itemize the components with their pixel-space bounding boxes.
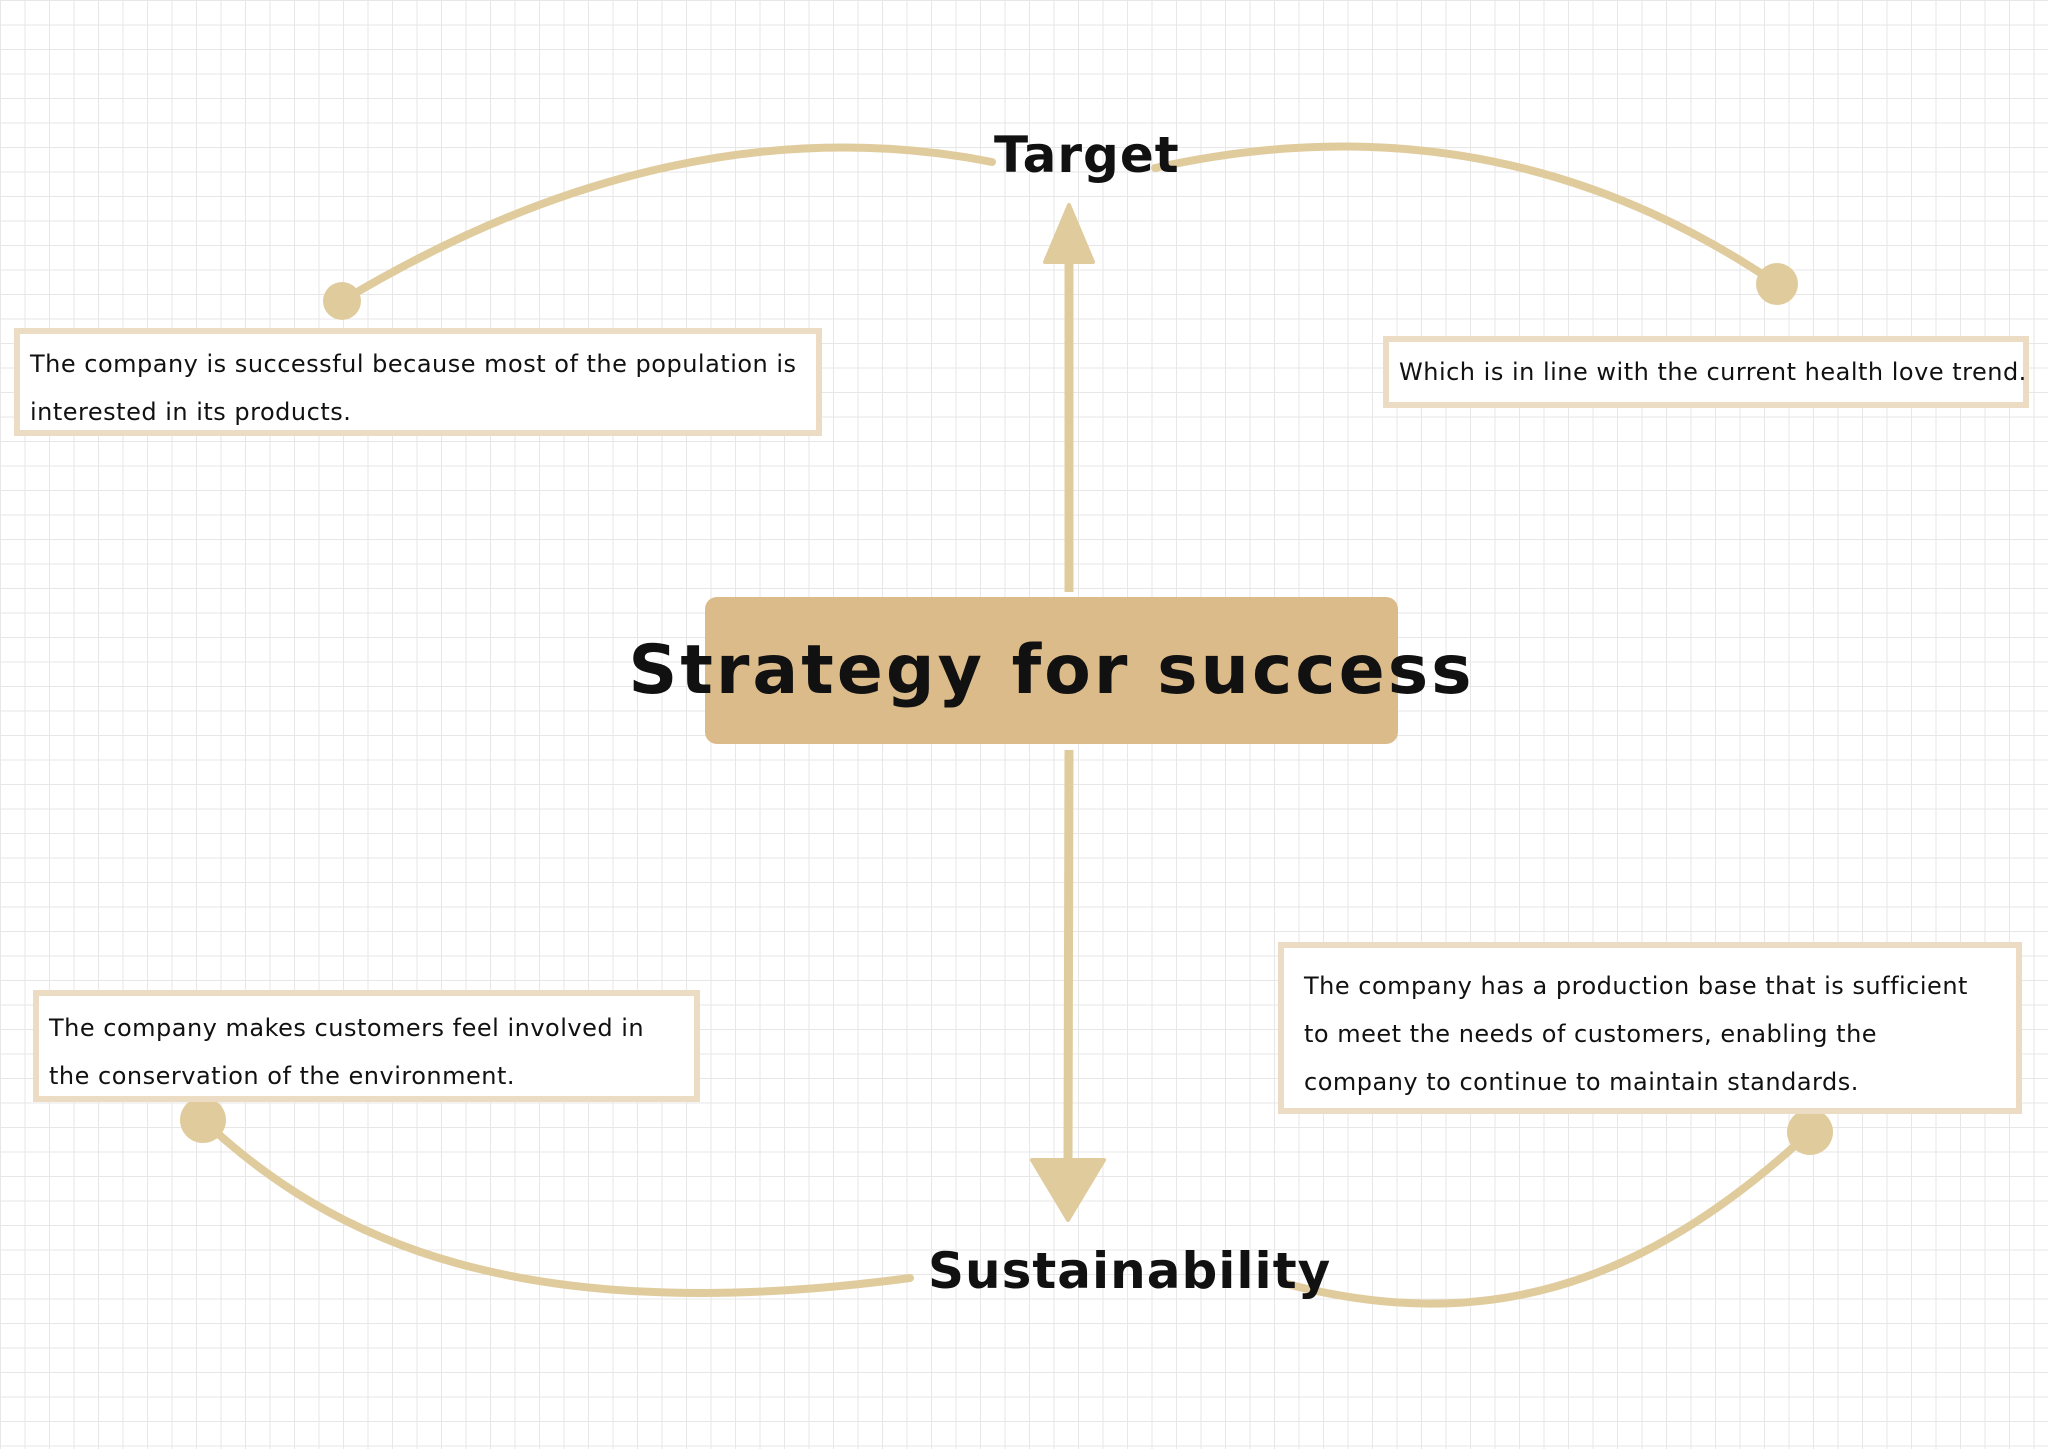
central-title: Strategy for success (628, 631, 1475, 710)
central-node: Strategy for success (628, 597, 1472, 744)
arrow-down-shaft (1063, 749, 1074, 1166)
connector-dot-top-right (1756, 263, 1798, 305)
arrow-down-head (1030, 1158, 1106, 1222)
connector-sustainability-right (1279, 1128, 1814, 1308)
note-top-left: The company is successful because most o… (14, 328, 822, 436)
connector-sustainability-left (199, 1116, 914, 1297)
note-bottom-right: The company has a production base that i… (1278, 942, 2022, 1114)
connector-target-right (1151, 142, 1781, 288)
note-bottom-left: The company makes customers feel involve… (33, 990, 700, 1102)
arrow-up-head (1043, 203, 1095, 264)
connector-dot-bottom-left (180, 1097, 226, 1143)
sustainability-heading: Sustainability (928, 1242, 1332, 1300)
connector-dot-top-left (323, 282, 361, 320)
connector-target-left (338, 143, 996, 305)
connector-dot-bottom-right (1787, 1109, 1833, 1155)
note-top-right: Which is in line with the current health… (1383, 336, 2029, 408)
target-heading: Target (994, 126, 1180, 184)
